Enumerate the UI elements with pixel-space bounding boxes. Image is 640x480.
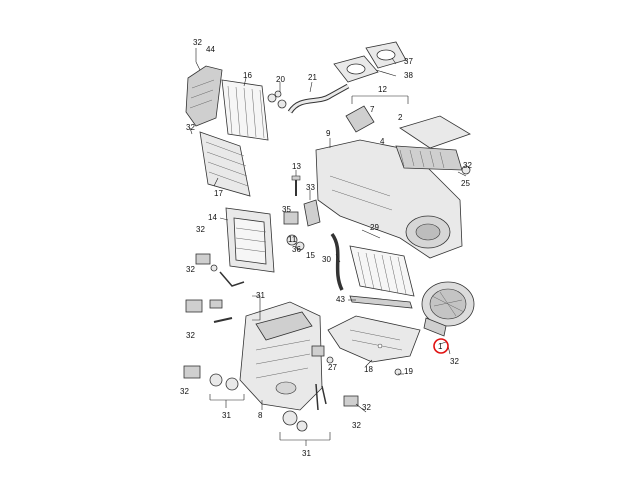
highlight-circle-part-1 [433, 338, 449, 354]
label-13: 13 [292, 162, 301, 171]
part-1-blower-motor [421, 281, 475, 337]
part-33-clip [303, 199, 321, 227]
part-38-seal [333, 55, 379, 83]
bottom-linkage-parts [282, 383, 359, 432]
leader-lines [189, 48, 467, 446]
part-31-linkage [213, 271, 245, 323]
label-4: 4 [380, 137, 385, 146]
label-9: 9 [326, 129, 331, 138]
label-32-right: 32 [450, 357, 459, 366]
label-31-a: 31 [256, 291, 265, 300]
label-29: 29 [370, 223, 379, 232]
label-37: 37 [404, 57, 413, 66]
part-25-screw [461, 165, 471, 175]
label-36: 36 [292, 245, 301, 254]
part-30-hose [330, 232, 344, 291]
part-9-housing [315, 139, 463, 259]
label-35: 35 [282, 205, 291, 214]
part-44-bracket [185, 65, 223, 127]
part-14-heater-core [225, 207, 275, 273]
label-25: 25 [461, 179, 470, 188]
label-31-b: 31 [222, 411, 231, 420]
label-32-f: 32 [186, 331, 195, 340]
part-8-lower-housing [239, 301, 323, 411]
label-2: 2 [398, 113, 403, 122]
part-17-evaporator [199, 131, 251, 197]
label-7: 7 [370, 105, 375, 114]
part-18-cover [327, 315, 421, 363]
part-29-filter [349, 245, 415, 297]
label-32-e: 32 [186, 265, 195, 274]
label-38: 38 [404, 71, 413, 80]
label-27: 27 [328, 363, 337, 372]
part-37-seal [365, 41, 407, 69]
label-21: 21 [308, 73, 317, 82]
left-small-parts [183, 253, 239, 391]
part-labels: 32 44 16 20 21 37 38 12 7 2 32 9 4 32 25… [180, 38, 472, 458]
label-11: 11 [288, 235, 297, 244]
part-27-clip [326, 356, 334, 364]
label-17: 17 [214, 189, 223, 198]
label-33: 33 [306, 183, 315, 192]
label-1: 1 [438, 342, 443, 351]
label-19: 19 [404, 367, 413, 376]
label-32-b: 32 [186, 123, 195, 132]
label-18: 18 [364, 365, 373, 374]
part-12-flaps [345, 105, 471, 149]
part-36-fitting [286, 234, 305, 251]
label-32-bottom: 32 [352, 421, 361, 430]
label-32-c: 32 [463, 161, 472, 170]
label-20: 20 [276, 75, 285, 84]
label-32-h: 32 [362, 403, 371, 412]
part-20-clips [267, 90, 287, 109]
part-7-clip [311, 345, 325, 357]
label-32-d: 32 [196, 225, 205, 234]
label-12: 12 [378, 85, 387, 94]
label-32-g: 32 [180, 387, 189, 396]
part-13-screw [291, 175, 301, 196]
label-44: 44 [206, 45, 215, 54]
label-30: 30 [322, 255, 331, 264]
label-31-c: 31 [302, 449, 311, 458]
label-14: 14 [208, 213, 217, 222]
part-43-strip [349, 295, 413, 309]
label-15: 15 [306, 251, 315, 260]
label-43: 43 [336, 295, 345, 304]
part-35-fitting [283, 211, 299, 225]
label-8: 8 [258, 411, 263, 420]
label-32-topleft: 32 [193, 38, 202, 47]
part-21-pipe [287, 83, 350, 114]
part-19-screw [394, 368, 402, 376]
label-16: 16 [243, 71, 252, 80]
part-16-filter [221, 79, 269, 141]
